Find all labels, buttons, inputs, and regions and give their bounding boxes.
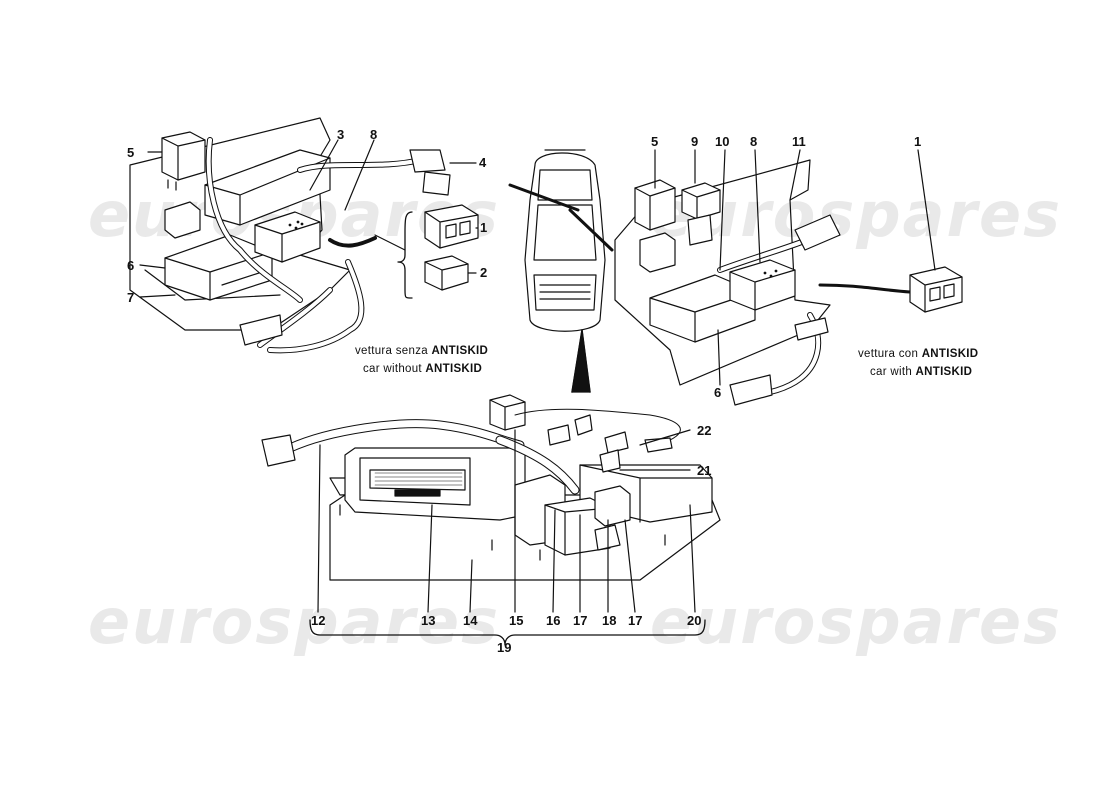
- connector-1-right: [909, 266, 963, 313]
- note-left-italian-keyword: ANTISKID: [431, 345, 489, 357]
- callout-19[interactable]: 19: [497, 640, 512, 655]
- callout-left-5[interactable]: 5: [127, 145, 135, 160]
- callout-left-4[interactable]: 4: [479, 155, 487, 170]
- callout-18[interactable]: 18: [602, 613, 617, 628]
- note-right-italian-prefix: vettura con: [858, 348, 919, 360]
- note-left-english-prefix: car without: [363, 363, 422, 375]
- callout-left-7[interactable]: 7: [127, 290, 135, 305]
- callout-15[interactable]: 15: [509, 613, 524, 628]
- callout-13[interactable]: 13: [421, 613, 436, 628]
- note-right-english-keyword: ANTISKID: [915, 366, 973, 378]
- callout-20[interactable]: 20: [687, 613, 702, 628]
- callout-right-1[interactable]: 1: [914, 134, 922, 149]
- right-assembly: [614, 149, 963, 406]
- note-left-english-keyword: ANTISKID: [425, 363, 483, 375]
- relay-5-left: [161, 131, 206, 191]
- relay-15: [489, 394, 526, 431]
- connector-1-left: [424, 204, 479, 249]
- note-left-italian: vettura senza ANTISKID: [355, 345, 488, 357]
- callout-17-left[interactable]: 17: [573, 613, 588, 628]
- relay-5-right: [634, 179, 676, 231]
- note-right-english: car with ANTISKID: [870, 366, 972, 378]
- left-assembly: [129, 117, 479, 354]
- callout-16[interactable]: 16: [546, 613, 561, 628]
- note-left-english: car without ANTISKID: [363, 363, 482, 375]
- callout-12[interactable]: 12: [311, 613, 326, 628]
- relay-8-left: [254, 211, 321, 263]
- callout-left-1[interactable]: 1: [480, 220, 488, 235]
- note-left-italian-prefix: vettura senza: [355, 345, 428, 357]
- ecu-13: [344, 447, 526, 521]
- callout-21[interactable]: 21: [697, 463, 712, 478]
- car-outline: [508, 149, 614, 393]
- left-mounting-plate: [129, 117, 351, 331]
- callout-14[interactable]: 14: [463, 613, 478, 628]
- callout-right-5[interactable]: 5: [651, 134, 659, 149]
- bottom-assembly: [261, 394, 721, 646]
- relay-9-right: [681, 182, 721, 246]
- relay-8-right: [729, 259, 796, 311]
- callout-left-3[interactable]: 3: [337, 127, 345, 142]
- callout-17-right[interactable]: 17: [628, 613, 643, 628]
- note-right-italian-keyword: ANTISKID: [921, 348, 979, 360]
- callout-right-8[interactable]: 8: [750, 134, 758, 149]
- right-mounting-plate: [614, 159, 831, 386]
- callout-right-10[interactable]: 10: [715, 134, 730, 149]
- callout-left-2[interactable]: 2: [480, 265, 488, 280]
- callout-22[interactable]: 22: [697, 423, 712, 438]
- callout-left-6[interactable]: 6: [127, 258, 135, 273]
- callout-right-6[interactable]: 6: [714, 385, 722, 400]
- watermark-bottom-left: eurospares: [88, 585, 501, 658]
- module-6-right: [649, 274, 756, 343]
- callout-left-8[interactable]: 8: [370, 127, 378, 142]
- callout-right-11[interactable]: 11: [792, 134, 806, 149]
- callout-right-9[interactable]: 9: [691, 134, 699, 149]
- relay-2-left: [424, 255, 469, 291]
- watermark-bottom-right: eurospares: [650, 585, 1063, 658]
- note-right-italian: vettura con ANTISKID: [858, 348, 978, 360]
- note-right-english-prefix: car with: [870, 366, 913, 378]
